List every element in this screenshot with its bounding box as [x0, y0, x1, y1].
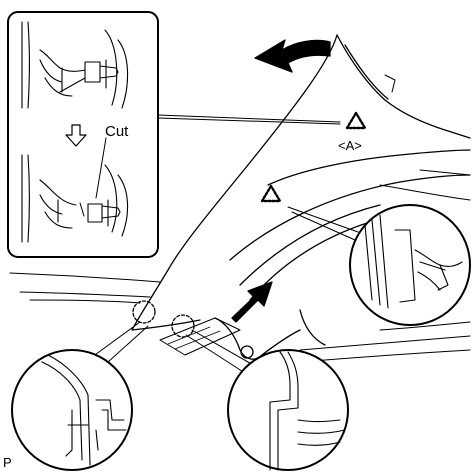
clip-cut-detail-inset — [7, 11, 159, 258]
cut-leader — [95, 137, 107, 199]
straight-arrow-up-right-icon — [231, 281, 273, 323]
dotted-triangle-icon — [345, 111, 367, 130]
clip-before-cut — [21, 21, 129, 109]
hollow-arrow-down-icon — [65, 124, 87, 147]
zone-a-label: <A> — [338, 138, 362, 153]
clip-detail-right — [349, 204, 471, 326]
cut-label: Cut — [105, 123, 129, 140]
page-letter: P — [3, 455, 12, 470]
pillar-trim-panel — [131, 34, 471, 360]
clip-detail-bottom-left — [11, 349, 133, 471]
clip-position-marker — [132, 300, 156, 324]
dotted-triangle-icon — [260, 184, 282, 203]
clip-after-cut — [21, 154, 129, 243]
clip-position-marker — [171, 314, 195, 338]
curved-arrow-left-icon — [254, 39, 331, 73]
clip-detail-bottom-middle — [227, 349, 349, 471]
